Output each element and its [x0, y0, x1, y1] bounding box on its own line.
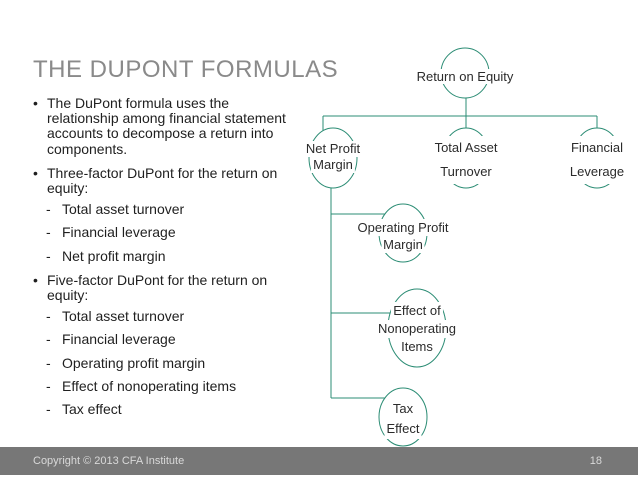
- list-item-text: Three-factor DuPont for the return on eq…: [47, 164, 278, 197]
- node-label-effect-of-nonoperating-items: Effect of Nonoperating Items: [375, 302, 459, 356]
- list-item: • Five-factor DuPont for the return on e…: [33, 271, 300, 304]
- list-item: • The DuPont formula uses the relationsh…: [33, 95, 300, 157]
- list-item-text: Total asset turnover: [62, 308, 185, 325]
- dash-marker: -: [46, 377, 51, 394]
- dash-marker: -: [46, 401, 51, 418]
- list-subitem: - Operating profit margin: [46, 354, 300, 371]
- dash-marker: -: [46, 224, 51, 241]
- list-item-text: The DuPont formula uses the relationship…: [47, 95, 286, 157]
- page-title: THE DUPONT FORMULAS: [33, 56, 339, 83]
- list-item-text: Operating profit margin: [62, 354, 206, 371]
- list-subitem: - Total asset turnover: [46, 309, 300, 324]
- bullet-marker: •: [33, 271, 38, 288]
- bullet-list: • The DuPont formula uses the relationsh…: [33, 95, 300, 418]
- list-item-text: Effect of nonoperating items: [62, 377, 237, 394]
- list-item: • Three-factor DuPont for the return on …: [33, 164, 300, 197]
- dash-marker: -: [46, 354, 51, 371]
- list-item-text: Tax effect: [62, 401, 122, 418]
- dash-marker: -: [46, 247, 51, 264]
- node-label-tax-effect: Tax Effect: [384, 399, 422, 439]
- node-label-total-asset-turnover: Total Asset Turnover: [432, 136, 500, 184]
- bullet-marker: •: [33, 95, 38, 111]
- dash-marker: -: [46, 331, 51, 348]
- list-subitem: - Net profit margin: [46, 247, 300, 264]
- list-item-text: Total asset turnover: [62, 201, 185, 218]
- node-label-financial-leverage: Financial Leverage: [567, 136, 627, 184]
- page-number: 18: [589, 455, 602, 467]
- dash-marker: -: [46, 308, 51, 325]
- list-item-text: Net profit margin: [62, 247, 166, 264]
- list-item-text: Financial leverage: [62, 224, 176, 241]
- bullet-marker: •: [33, 164, 38, 181]
- list-item-text: Five-factor DuPont for the return on equ…: [47, 271, 268, 304]
- list-subitem: - Total asset turnover: [46, 202, 300, 217]
- list-item-text: Financial leverage: [62, 331, 176, 348]
- list-subitem: - Effect of nonoperating items: [46, 377, 300, 394]
- list-subitem: - Financial leverage: [46, 225, 300, 240]
- copyright-text: Copyright © 2013 CFA Institute: [33, 455, 185, 467]
- list-subitem: - Financial leverage: [46, 332, 300, 347]
- footer-bar: Copyright © 2013 CFA Institute 18: [0, 447, 638, 475]
- dash-marker: -: [46, 201, 51, 218]
- node-label-net-profit-margin: Net Profit Margin: [303, 141, 363, 173]
- node-label-return-on-equity: Return on Equity: [414, 69, 516, 84]
- list-subitem: - Tax effect: [46, 401, 300, 418]
- node-label-operating-profit-margin: Operating Profit Margin: [355, 219, 451, 253]
